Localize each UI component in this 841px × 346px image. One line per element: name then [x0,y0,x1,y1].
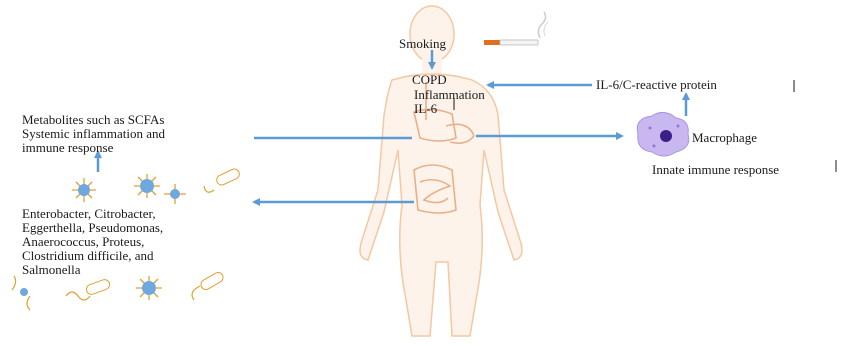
bacteria-upper-icon [72,167,241,204]
label-metabolites-line1: Metabolites such as SCFAs [22,112,164,127]
macrophage-icon [637,112,689,156]
label-bacteria-line5: Salmonella [22,262,81,277]
human-body [360,6,522,336]
label-metabolites-line3: immune response [22,140,113,155]
torso-and-limbs [360,74,522,336]
label-bacteria-line2: Eggerthella, Pseudomonas, [22,220,163,235]
label-macrophage: Macrophage [692,130,757,145]
label-il6-crp: IL-6/C-reactive protein [596,77,717,92]
cigarette-icon [484,12,548,45]
label-metabolites-line2: Systemic inflammation and [22,126,165,141]
label-innate-immune-response: Innate immune response [652,162,779,177]
label-bacteria-line1: Enterobacter, Citrobacter, [22,206,156,221]
label-bacteria-line4: Clostridium difficile, and [22,248,154,263]
label-copd: COPD [412,72,447,87]
label-inflammation: Inflammation [414,87,485,102]
label-bacteria-line3: Anaerococcus, Proteus, [22,234,144,249]
label-smoking: Smoking [399,36,446,51]
label-il6: IL-6 [414,101,437,116]
